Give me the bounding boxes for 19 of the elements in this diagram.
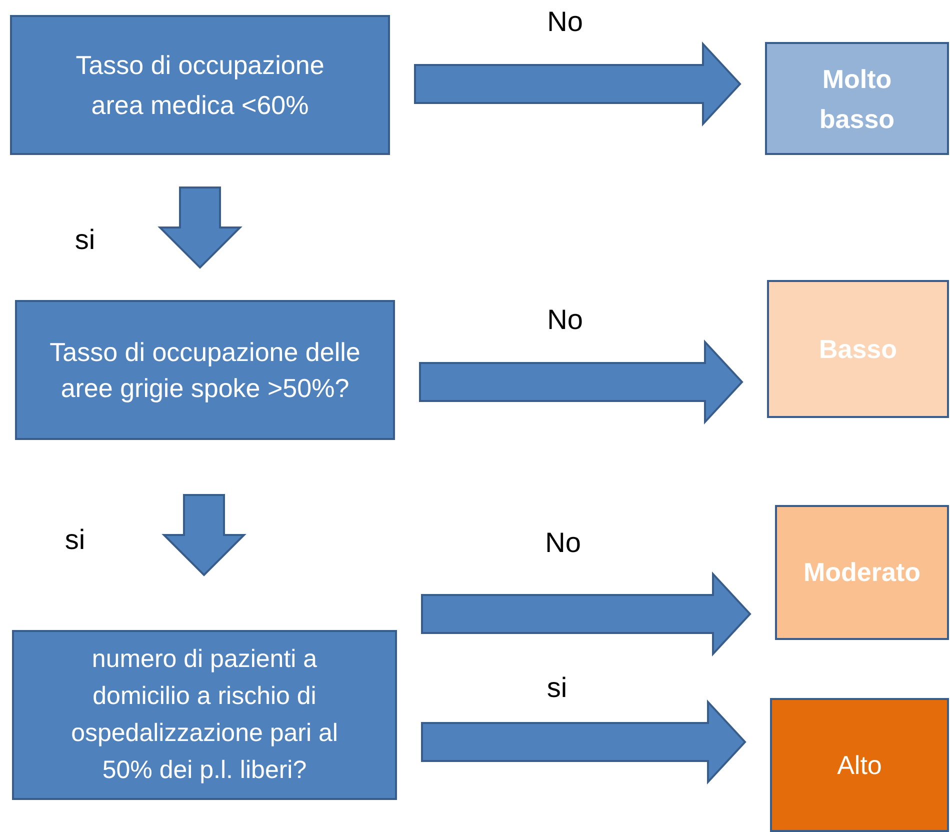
edge-label: si	[64, 526, 86, 554]
block-arrow	[421, 571, 752, 657]
edge-label: No	[545, 529, 581, 557]
block-arrow	[158, 186, 242, 269]
block-arrow	[421, 699, 746, 785]
process-box: Basso	[767, 280, 949, 418]
block-arrow	[162, 494, 246, 576]
process-box: Moderato	[775, 505, 949, 640]
process-box: Alto	[770, 698, 949, 832]
edge-label: si	[546, 674, 568, 702]
process-box: numero di pazienti a domicilio a rischio di ospedalizzazione pari al 50% dei p.l. liberi?	[12, 630, 397, 800]
process-box: Tasso di occupazione delle aree grigie spoke >50%?	[15, 300, 395, 440]
process-box: Molto basso	[765, 42, 949, 155]
block-arrow	[414, 41, 742, 127]
block-arrow	[419, 339, 744, 425]
process-box: Tasso di occupazione area medica <60%	[10, 15, 390, 155]
edge-label: si	[74, 226, 96, 254]
edge-label: No	[547, 306, 583, 334]
edge-label: No	[547, 8, 583, 36]
